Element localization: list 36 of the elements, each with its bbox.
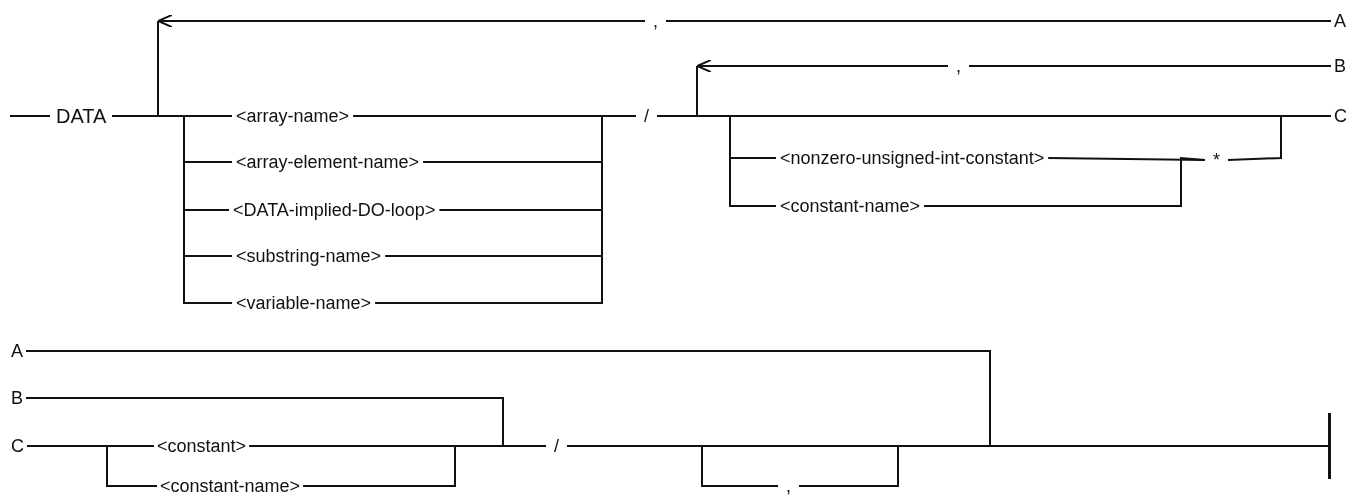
connector-line [26,445,158,487]
syntax-element: <substring-name> [232,245,386,267]
connector-line [302,445,547,487]
continuation-letter: A [8,340,26,362]
continuation-letter: C [1331,105,1350,127]
connector-line [665,20,1332,22]
syntax-element: <array-name> [232,105,354,127]
separator-symbol: / [636,105,657,127]
connector-line [968,65,1332,67]
continuation-letter: C [8,435,27,457]
connector-line [9,115,51,117]
syntax-element: <variable-name> [232,292,376,314]
separator-symbol: / [546,435,567,457]
connector-line [923,156,1206,207]
syntax-element: <constant-name> [776,195,925,217]
syntax-element: <constant-name> [157,475,304,497]
end-bar [1328,413,1331,479]
separator-symbol: , [948,55,969,77]
connector-line [566,445,779,487]
syntax-element: <array-element-name> [232,151,424,173]
syntax-keyword: DATA [50,105,113,127]
separator-symbol: * [1205,149,1228,171]
continuation-letter: A [1331,10,1349,32]
connector-line [656,115,777,207]
separator-symbol: , [645,10,666,32]
loop-arrow [696,59,949,73]
syntax-element: <constant> [154,435,250,457]
continuation-letter: B [8,387,26,409]
syntax-element: <nonzero-unsigned-int-constant> [776,147,1049,169]
connector-line [374,115,637,304]
separator-symbol: , [778,475,799,497]
loop-arrow [157,14,646,28]
continuation-letter: B [1331,55,1349,77]
connector-line [111,115,233,304]
connector-line [1227,115,1332,161]
syntax-element: <DATA-implied-DO-loop> [229,199,440,221]
